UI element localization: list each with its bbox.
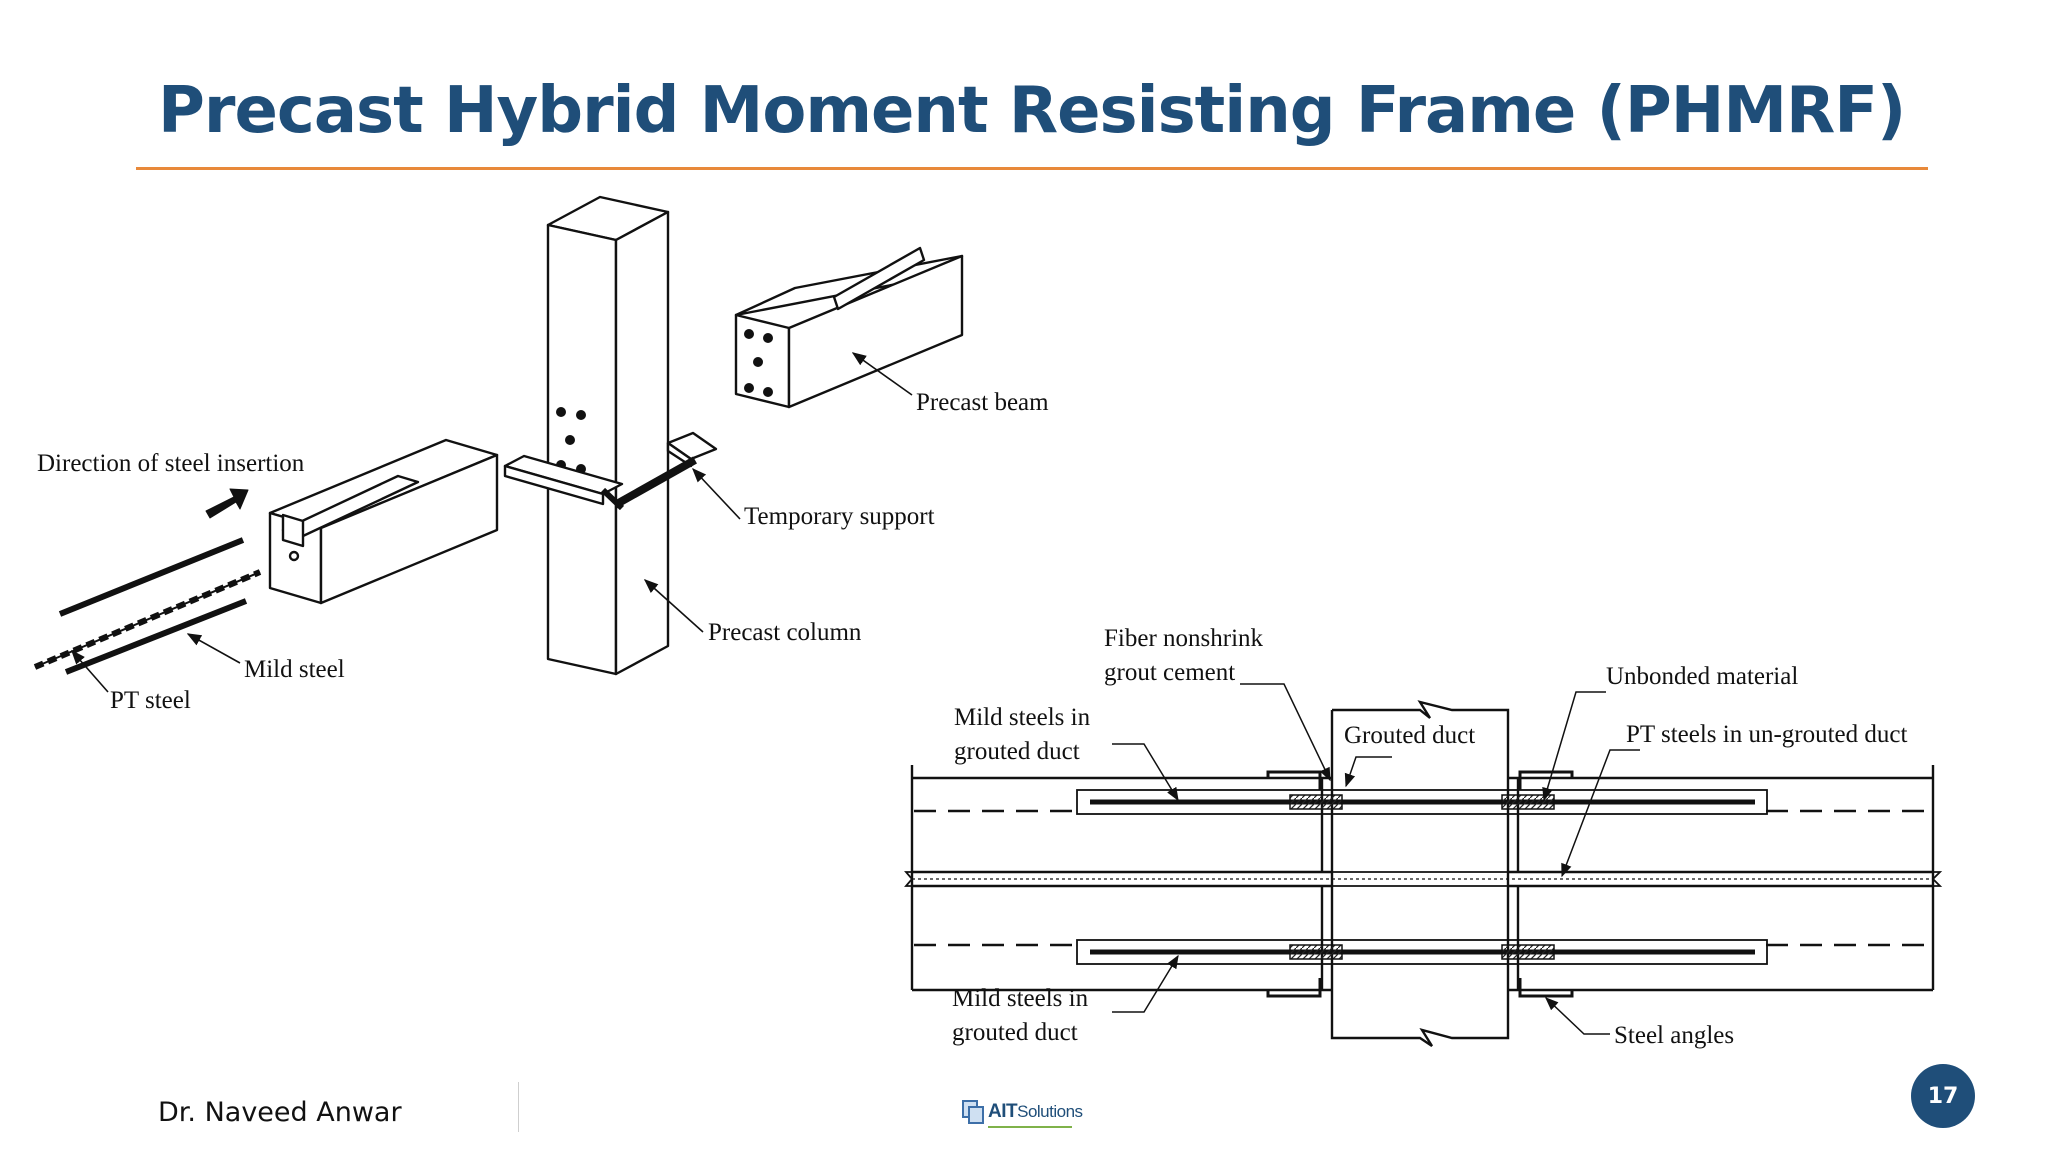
footer-author: Dr. Naveed Anwar [158,1097,402,1128]
title-rule [136,167,1928,170]
leader-steel-angles [1545,997,1610,1035]
label-fiber-line2: grout cement [1104,659,1235,686]
logo-sub: Solutions [1017,1102,1083,1121]
precast-column-drawing [546,195,670,676]
leader-fiber-grout [1240,683,1331,782]
leader-pt-steel [71,649,109,693]
leader-mild-steel [186,633,241,664]
logo-brand: AIT [988,1101,1018,1122]
page-number-badge: 17 [1911,1064,1975,1128]
label-mild-bottom-line1: Mild steels in [952,985,1089,1012]
label-mild-top-line1: Mild steels in [954,704,1091,731]
label-precast-column: Precast column [708,619,862,646]
leader-precast-column [643,579,704,633]
label-mild-top-line2: grouted duct [954,738,1080,765]
isometric-assembly [33,195,964,693]
label-precast-beam: Precast beam [916,389,1049,416]
logo-text: AITSolutions [988,1101,1083,1123]
precast-beam-drawing [734,246,964,409]
column-section-outline [1330,700,1510,778]
label-direction: Direction of steel insertion [37,450,305,477]
label-temporary-support: Temporary support [744,503,935,530]
leader-grouted-duct [1344,756,1392,788]
footer-separator [518,1082,519,1132]
label-grouted-duct: Grouted duct [1344,722,1475,749]
leader-precast-beam [851,352,913,396]
connection-section-detail [904,683,1943,1047]
label-fiber-line1: Fiber nonshrink [1104,625,1264,652]
logo-underline [988,1126,1072,1128]
label-unbonded: Unbonded material [1606,663,1798,690]
label-pt-ungrouted: PT steels in un-grouted duct [1626,721,1907,748]
steel-bars-drawing [33,537,262,675]
leader-pt-ungrouted [1561,749,1640,878]
label-steel-angles: Steel angles [1614,1022,1734,1049]
leader-mild-top [1112,743,1179,802]
insertion-arrow-icon [205,488,249,519]
leader-temporary-support [692,467,741,520]
slotted-beam-drawing [268,438,499,605]
label-mild-steel: Mild steel [244,656,345,683]
temporary-support-drawing [503,431,718,511]
leader-mild-bottom [1112,954,1179,1013]
label-mild-bottom-line2: grouted duct [952,1019,1078,1046]
logo-icon [962,1100,984,1124]
label-pt-steel: PT steel [110,687,191,714]
ait-solutions-logo: AITSolutions [962,1100,1083,1128]
leader-unbonded [1542,691,1606,802]
slide-title: Precast Hybrid Moment Resisting Frame (P… [158,74,1906,148]
